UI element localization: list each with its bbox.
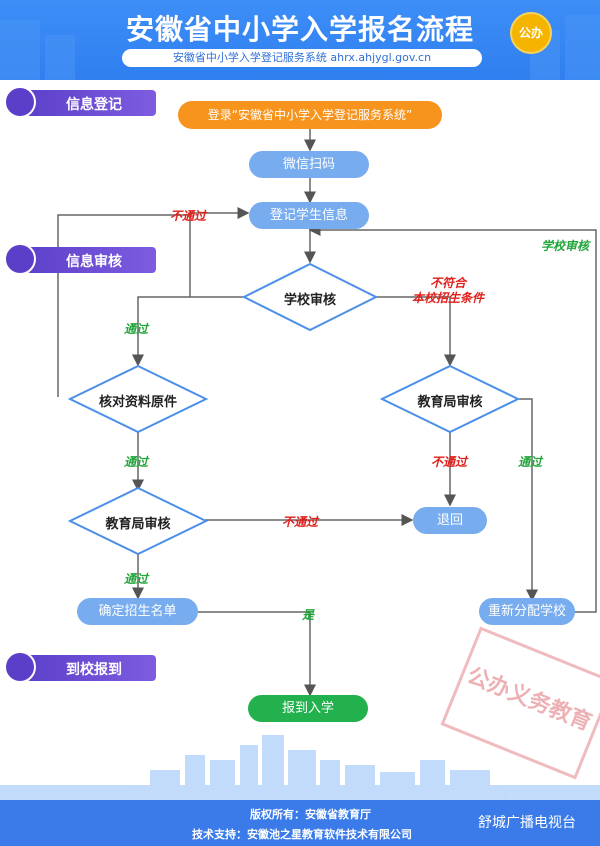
skyline-bottom-decoration [0,735,600,800]
node-wechat-scan: 微信扫码 [249,151,369,178]
diamond-bureau-left [67,486,209,556]
footer-brand: 舒城广播电视台 [478,815,576,831]
label-pass-3: 通过 [124,572,149,586]
label-fail-right: 不通过 [431,455,468,469]
clock-icon [4,86,36,118]
label-not-qualified: 不符合 本校招生条件 [411,276,484,305]
diamond-school-review [241,262,379,332]
node-bureau-review-left: 教育局审核 [105,517,171,532]
diamond-bureau-right [379,364,521,434]
tag-register: 信息登记 [4,86,156,118]
footer: 版权所有：安徽省教育厅 技术支持：安徽池之星教育软件技术有限公司 舒城广播电视台 [0,800,600,846]
node-register-info: 登记学生信息 [249,202,369,229]
label-pass-2: 通过 [124,455,149,469]
label-fail-top: 不通过 [170,209,207,223]
node-confirm-list: 确定招生名单 [77,598,198,625]
node-return: 退回 [413,507,487,534]
label-pass-1: 通过 [124,322,149,336]
clock-icon [4,651,36,683]
footer-copyright: 版权所有：安徽省教育厅 [250,808,371,821]
diamond-verify-docs [67,364,209,434]
header-banner: 安徽省中小学入学报名流程 安徽省中小学入学登记服务系统 ahrx.ahjygl.… [0,0,600,80]
clock-icon [4,243,36,275]
page-title: 安徽省中小学入学报名流程 [125,13,474,46]
node-verify-docs: 核对资料原件 [98,395,177,410]
tag-review: 信息审核 [4,243,156,275]
label-fail-mid: 不通过 [282,515,319,529]
footer-support: 技术支持：安徽池之星教育软件技术有限公司 [192,828,412,841]
node-reassign-school: 重新分配学校 [479,598,575,625]
node-login: 登录“安徽省中小学入学登记服务系统” [178,101,442,129]
site-url-bar: 安徽省中小学入学登记服务系统 ahrx.ahjygl.gov.cn [122,49,482,67]
label-yes: 是 [302,608,315,622]
tag-report: 到校报到 [4,651,156,683]
node-bureau-review-right: 教育局审核 [417,395,483,410]
public-badge: 公办 [510,12,552,54]
label-school-review-loop: 学校审核 [541,239,590,253]
node-school-review: 学校审核 [283,293,336,308]
label-pass-right: 通过 [518,455,543,469]
node-report-enroll: 报到入学 [248,695,368,722]
